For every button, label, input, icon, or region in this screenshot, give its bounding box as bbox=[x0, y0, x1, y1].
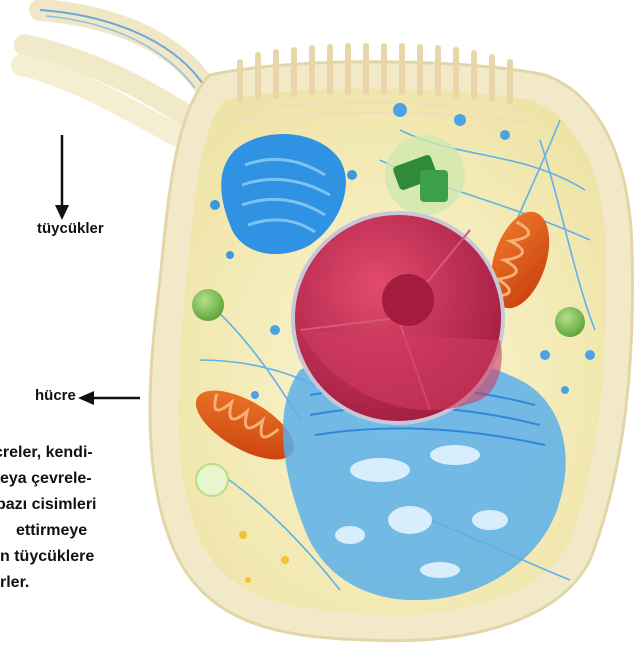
caption-line: bazı cisimleri bbox=[0, 492, 254, 518]
cilia-label: tüycükler bbox=[37, 220, 104, 237]
lysosome-left bbox=[192, 289, 224, 321]
cell-label: hücre bbox=[35, 387, 76, 404]
caption-line: ettirmeye bbox=[0, 518, 254, 544]
cilia-arrow bbox=[55, 135, 69, 220]
centrosome bbox=[385, 135, 465, 215]
caption-line: n tüycüklere bbox=[0, 544, 254, 570]
nucleolus bbox=[382, 274, 434, 326]
lysosome-right bbox=[555, 307, 585, 337]
caption-line: eya çevrele- bbox=[0, 466, 254, 492]
caption-line: creler, kendi- bbox=[0, 440, 254, 466]
caption-line: rler. bbox=[0, 570, 254, 596]
nucleus bbox=[293, 213, 503, 423]
caption-text: creler, kendi- eya çevrele- bazı cisimle… bbox=[0, 440, 254, 596]
cell-arrow bbox=[78, 391, 140, 405]
